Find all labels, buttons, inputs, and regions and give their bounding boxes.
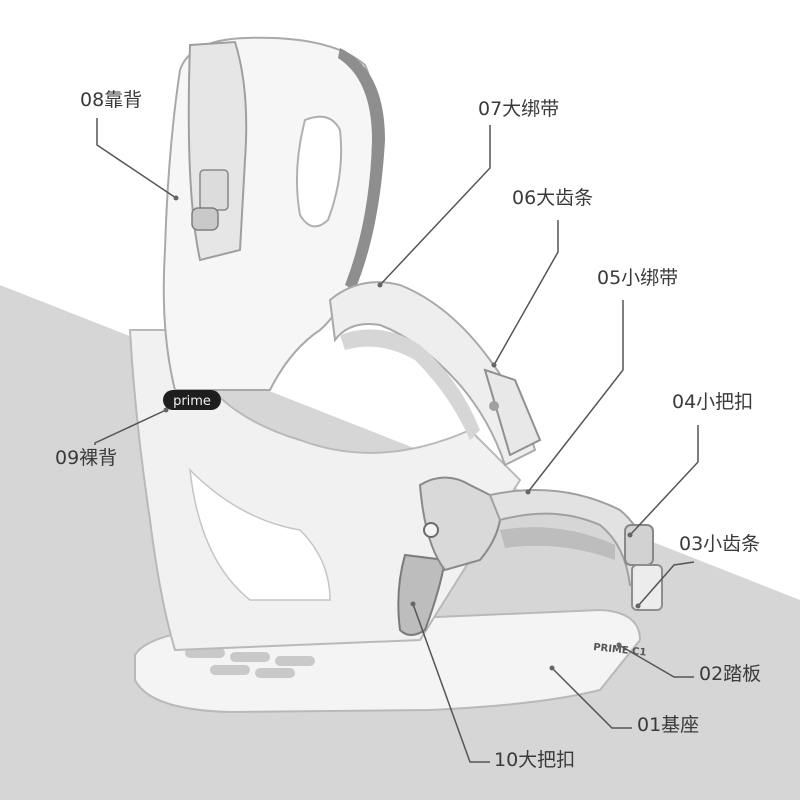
label-05-toe-strap: 05小绑带 [597, 267, 679, 289]
leader-09 [94, 409, 167, 445]
prime-badge-text: prime [173, 394, 211, 409]
prime-badge: prime [163, 390, 221, 410]
label-04-toe-buckle: 04小把扣 [672, 391, 754, 413]
toe-ladder [631, 564, 663, 611]
leader-05 [527, 300, 624, 493]
label-07-ankle-strap: 07大绑带 [478, 98, 560, 120]
leader-03 [637, 561, 695, 607]
leader-dots [163, 195, 641, 671]
label-03-toe-ladder: 03小齿条 [679, 533, 761, 555]
label-06-ankle-ladder: 06大齿条 [512, 187, 594, 209]
label-08-highback: 08靠背 [80, 89, 143, 111]
label-01-baseplate: 01基座 [637, 714, 700, 736]
leader-02 [618, 644, 694, 678]
leader-08 [96, 118, 177, 199]
ankle-strap-pad [340, 329, 480, 440]
toe-buckle [624, 524, 654, 566]
label-09-bare-back: 09裸背 [55, 447, 118, 469]
leader-10 [412, 603, 490, 763]
leader-06 [493, 220, 559, 366]
base-grip-pads [185, 648, 315, 678]
label-10-ankle-buckle: 10大把扣 [494, 749, 576, 771]
label-02-footbed: 02踏板 [699, 663, 762, 685]
leader-01 [551, 667, 632, 729]
highback-rim [338, 48, 385, 290]
leader-07 [379, 125, 491, 286]
toe-strap-band [500, 527, 615, 560]
ankle-ladder [483, 368, 542, 457]
heel-cutout [189, 467, 331, 601]
highback-window [295, 115, 343, 228]
leader-04 [629, 425, 699, 536]
ankle-buckle [397, 476, 502, 636]
leader-lines [94, 118, 699, 763]
adjuster-knob [191, 207, 219, 231]
adjuster-slot [199, 169, 229, 211]
